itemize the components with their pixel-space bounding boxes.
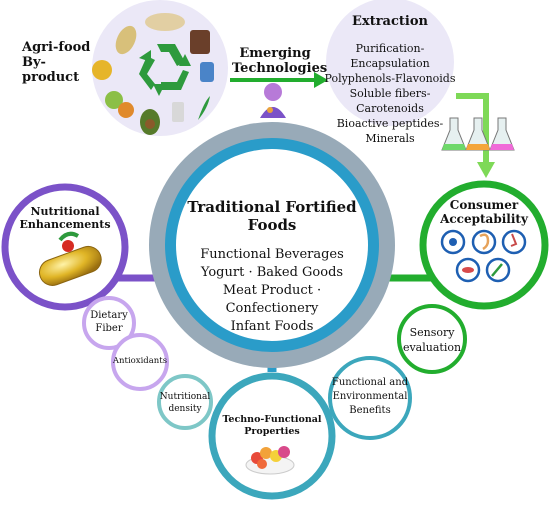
functional-benefits-line1: Functional and <box>331 377 409 388</box>
dietary-fiber-line2: Fiber <box>95 323 123 334</box>
nutritional-label: Nutritional Enhancements <box>18 205 112 231</box>
consumer-label: Consumer Acceptability <box>434 198 534 226</box>
sensory-circle <box>397 304 467 374</box>
extraction-item: Polyphenols-Flavonoids <box>324 72 456 85</box>
sensory-label: Sensory evaluation <box>400 325 464 355</box>
extraction-circle <box>326 0 454 126</box>
sense-icons <box>440 229 527 283</box>
functional-benefits-line2: Environmental <box>332 391 408 402</box>
fruit-icon <box>58 231 80 252</box>
technology-person-icon <box>260 83 286 118</box>
bottle-icon <box>172 102 184 122</box>
agrifood-label-line1: Agri-food <box>22 40 91 55</box>
antioxidants-circle <box>111 333 169 391</box>
extraction-title: Extraction <box>352 14 428 29</box>
dietary-fiber-line1: Dietary <box>90 310 128 321</box>
agrifood-label-line2: By-product <box>22 55 80 85</box>
olive-icon <box>105 91 123 109</box>
techno-label-line1: Techno-Functional <box>222 414 322 425</box>
antioxidants-line1: Antioxidants <box>112 356 168 366</box>
functional-benefits-line3: Benefits <box>349 405 391 416</box>
sensory-line2: evaluation <box>402 341 462 354</box>
center-block: Traditional Fortified Foods Functional B… <box>182 198 362 336</box>
techno-label: Techno-Functional Properties <box>222 414 322 438</box>
nutritional-density-label: Nutritional density <box>157 391 213 415</box>
extraction-item: Soluble fibers-Carotenoids <box>349 87 431 115</box>
nutritional-density-circle <box>157 374 213 430</box>
nose-icon <box>501 229 527 255</box>
nutritional-label-line2: Enhancements <box>19 218 111 231</box>
fuel-pump-icon <box>200 62 214 82</box>
techno-label-line2: Properties <box>244 426 300 437</box>
emerging-tech-label: Emerging Technologies <box>232 46 328 76</box>
functional-benefits-circle <box>328 356 412 440</box>
leaf-icon <box>198 96 210 120</box>
rice-sack-icon <box>115 25 137 55</box>
agrifood-label: Agri-food By-product <box>22 40 102 85</box>
juice-icon <box>118 102 134 118</box>
nutritional-density-line2: density <box>168 404 202 414</box>
food-byproduct-icons <box>92 13 214 135</box>
center-item: Functional Beverages <box>200 247 344 262</box>
nutritional-label-line1: Nutritional <box>30 205 100 218</box>
center-item: Meat Product · Confectionery <box>222 283 322 316</box>
extraction-item: Purification-Encapsulation <box>350 42 430 70</box>
consumer-label-line1: Consumer <box>449 198 519 212</box>
emerging-line2: Technologies <box>232 61 328 76</box>
capsule-icon <box>38 245 102 286</box>
antioxidants-label: Antioxidants <box>110 355 170 367</box>
nutritional-density-line1: Nutritional <box>159 392 211 402</box>
extraction-item: Bioactive peptides-Minerals <box>336 117 444 145</box>
center-circle <box>176 149 368 341</box>
dietary-fiber-label: Dietary Fiber <box>84 309 134 335</box>
consumer-label-line2: Acceptability <box>440 212 528 226</box>
flask-icons <box>441 117 515 151</box>
functional-benefits-label: Functional and Environmental Benefits <box>330 376 410 418</box>
sensory-line1: Sensory <box>409 326 455 339</box>
gummy-bowl-icon <box>245 446 295 475</box>
grain-pile-icon <box>145 13 185 31</box>
center-title: Traditional Fortified Foods <box>187 198 357 234</box>
techno-circle <box>208 372 336 500</box>
center-item: Infant Foods <box>230 319 314 334</box>
dietary-fiber-circle <box>82 296 136 350</box>
recycle-icon <box>139 44 191 96</box>
center-item: Yogurt · Baked Goods <box>200 265 344 280</box>
oil-bottle-icon <box>92 60 112 80</box>
emerging-line1: Emerging <box>239 46 311 61</box>
coffee-bag-icon <box>190 30 210 54</box>
extraction-block: Extraction Purification-Encapsulation Po… <box>318 14 462 146</box>
ear-icon <box>471 229 497 255</box>
